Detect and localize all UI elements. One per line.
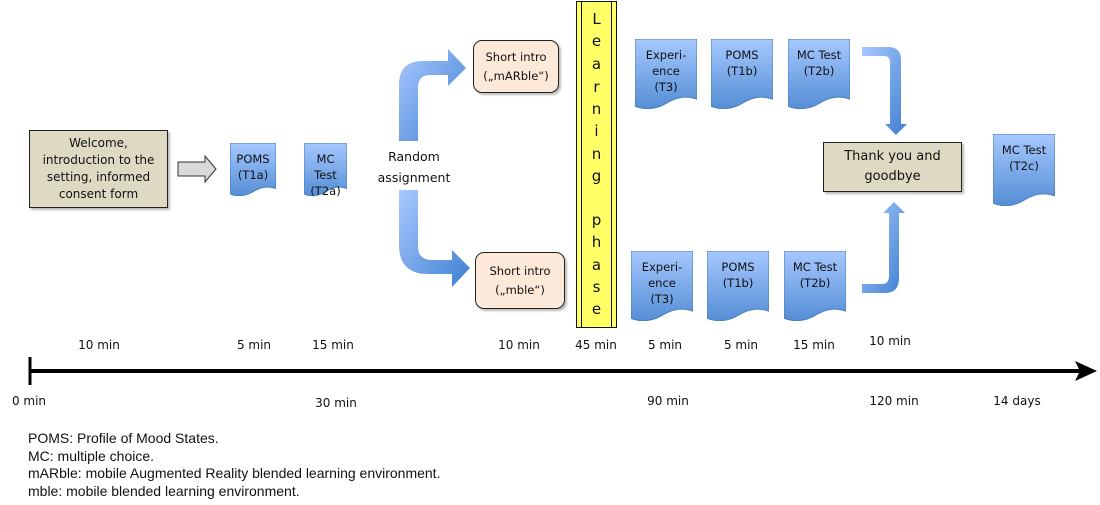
document-shape: [631, 251, 693, 321]
abbreviation-notes: POMS: Profile of Mood States. MC: multip…: [28, 430, 440, 500]
document-shape: [707, 251, 769, 321]
duration-label: 5 min: [236, 338, 272, 352]
timeline-label: 14 days: [993, 394, 1041, 408]
duration-label: 45 min: [575, 338, 617, 352]
timeline-label: 120 min: [869, 394, 919, 408]
document-label: (T2c): [1009, 159, 1039, 173]
intro-title: Short intro: [485, 49, 547, 64]
learning-phase-letter: n: [591, 100, 602, 118]
doc-mc-test-t2b-bottom: MC Test (T2b): [784, 251, 846, 321]
document-label: POMS: [236, 152, 270, 166]
random-label: Random: [388, 149, 440, 164]
note: mble: mobile blended learning environmen…: [28, 482, 300, 499]
document-shape: [784, 251, 846, 321]
document-label: POMS: [725, 48, 759, 62]
document-label: ence: [652, 64, 680, 78]
assignment-label: assignment: [377, 170, 451, 185]
gray-arrow: [177, 154, 217, 184]
learning-phase-letter: e: [591, 32, 602, 50]
learning-phase-letter: s: [592, 278, 601, 296]
document-shape: [635, 39, 697, 109]
document-label: ence: [648, 276, 676, 290]
short-intro-mble: Short intro („mble“): [475, 252, 565, 309]
duration-label: 15 min: [312, 338, 354, 352]
timeline-label: 0 min: [11, 394, 47, 408]
timeline-label: 30 min: [315, 396, 357, 410]
learning-phase-letter: n: [591, 145, 602, 163]
doc-poms-t1b-top: POMS (T1b): [711, 39, 773, 109]
learning-phase-letter: h: [591, 233, 602, 251]
curved-arrow-to-thankyou-bottom: [862, 202, 905, 293]
document-label: (T2b): [799, 276, 831, 290]
doc-mc-test-t2a: MC Test (T2a): [304, 143, 347, 198]
document-label: (T2a): [310, 184, 341, 198]
document-shape: [788, 39, 850, 109]
intro-variant: („mARble“): [483, 68, 549, 83]
document-label: MC Test: [796, 48, 842, 62]
learning-phase-letter: L: [592, 10, 601, 28]
document-label: (T3): [650, 292, 674, 306]
intro-variant: („mble“): [495, 282, 545, 297]
learning-phase-letter: p: [591, 211, 602, 229]
doc-mc-test-t2b-top: MC Test (T2b): [788, 39, 850, 109]
duration-label: 15 min: [793, 338, 835, 352]
document-label: POMS: [721, 260, 755, 274]
duration-label: 5 min: [723, 338, 759, 352]
note: POMS: Profile of Mood States.: [28, 430, 219, 446]
duration-label: 10 min: [498, 338, 540, 352]
document-label: MC Test: [792, 260, 838, 274]
curved-arrow-up: [399, 49, 466, 141]
duration-label: 10 min: [869, 334, 911, 348]
random-assignment-label: Random assignment: [376, 146, 452, 188]
document-label: MC Test: [314, 152, 337, 182]
duration-label: 10 min: [78, 338, 120, 352]
document-shape: [304, 143, 347, 196]
intro-title: Short intro: [489, 263, 551, 278]
document-shape: [711, 39, 773, 109]
document-label: Experi-: [645, 48, 687, 62]
short-intro-marble: Short intro („mARble“): [473, 40, 559, 93]
doc-poms-t1a: POMS (T1a): [230, 143, 276, 196]
learning-phase-letter: r: [593, 78, 600, 96]
welcome-box: Welcome, introduction to the setting, in…: [29, 130, 168, 208]
document-label: (T1b): [726, 64, 758, 78]
note: MC: multiple choice.: [28, 447, 155, 464]
doc-experience-t3-bottom: Experi-ence (T3): [631, 251, 693, 321]
thank-you-box: Thank you and goodbye: [823, 142, 962, 192]
learning-phase-letter: g: [591, 167, 602, 185]
timeline-label: 90 min: [647, 394, 689, 408]
learning-phase-letter: a: [591, 55, 602, 73]
document-label: MC Test: [1001, 143, 1047, 157]
document-label: (T2b): [803, 64, 835, 78]
learning-phase-letter: i: [594, 122, 599, 140]
learning-phase-letter: e: [591, 300, 602, 318]
duration-label: 5 min: [647, 338, 683, 352]
note: mARble: mobile Augmented Reality blended…: [28, 465, 441, 481]
document-shape: [993, 134, 1055, 206]
doc-poms-t1b-bottom: POMS (T1b): [707, 251, 769, 321]
doc-mc-test-t2c: MC Test (T2c): [993, 134, 1055, 206]
document-label: Experi-: [641, 260, 683, 274]
document-label: (T3): [654, 80, 678, 94]
curved-arrow-to-thankyou-top: [862, 47, 907, 135]
learning-phase-letter: a: [591, 256, 602, 274]
document-shape: [230, 143, 276, 196]
document-label: (T1a): [237, 168, 269, 182]
timeline-arrowhead: [1075, 361, 1097, 381]
document-label: (T1b): [722, 276, 754, 290]
curved-arrow-down: [399, 190, 470, 287]
doc-experience-t3-top: Experi-ence (T3): [635, 39, 697, 109]
